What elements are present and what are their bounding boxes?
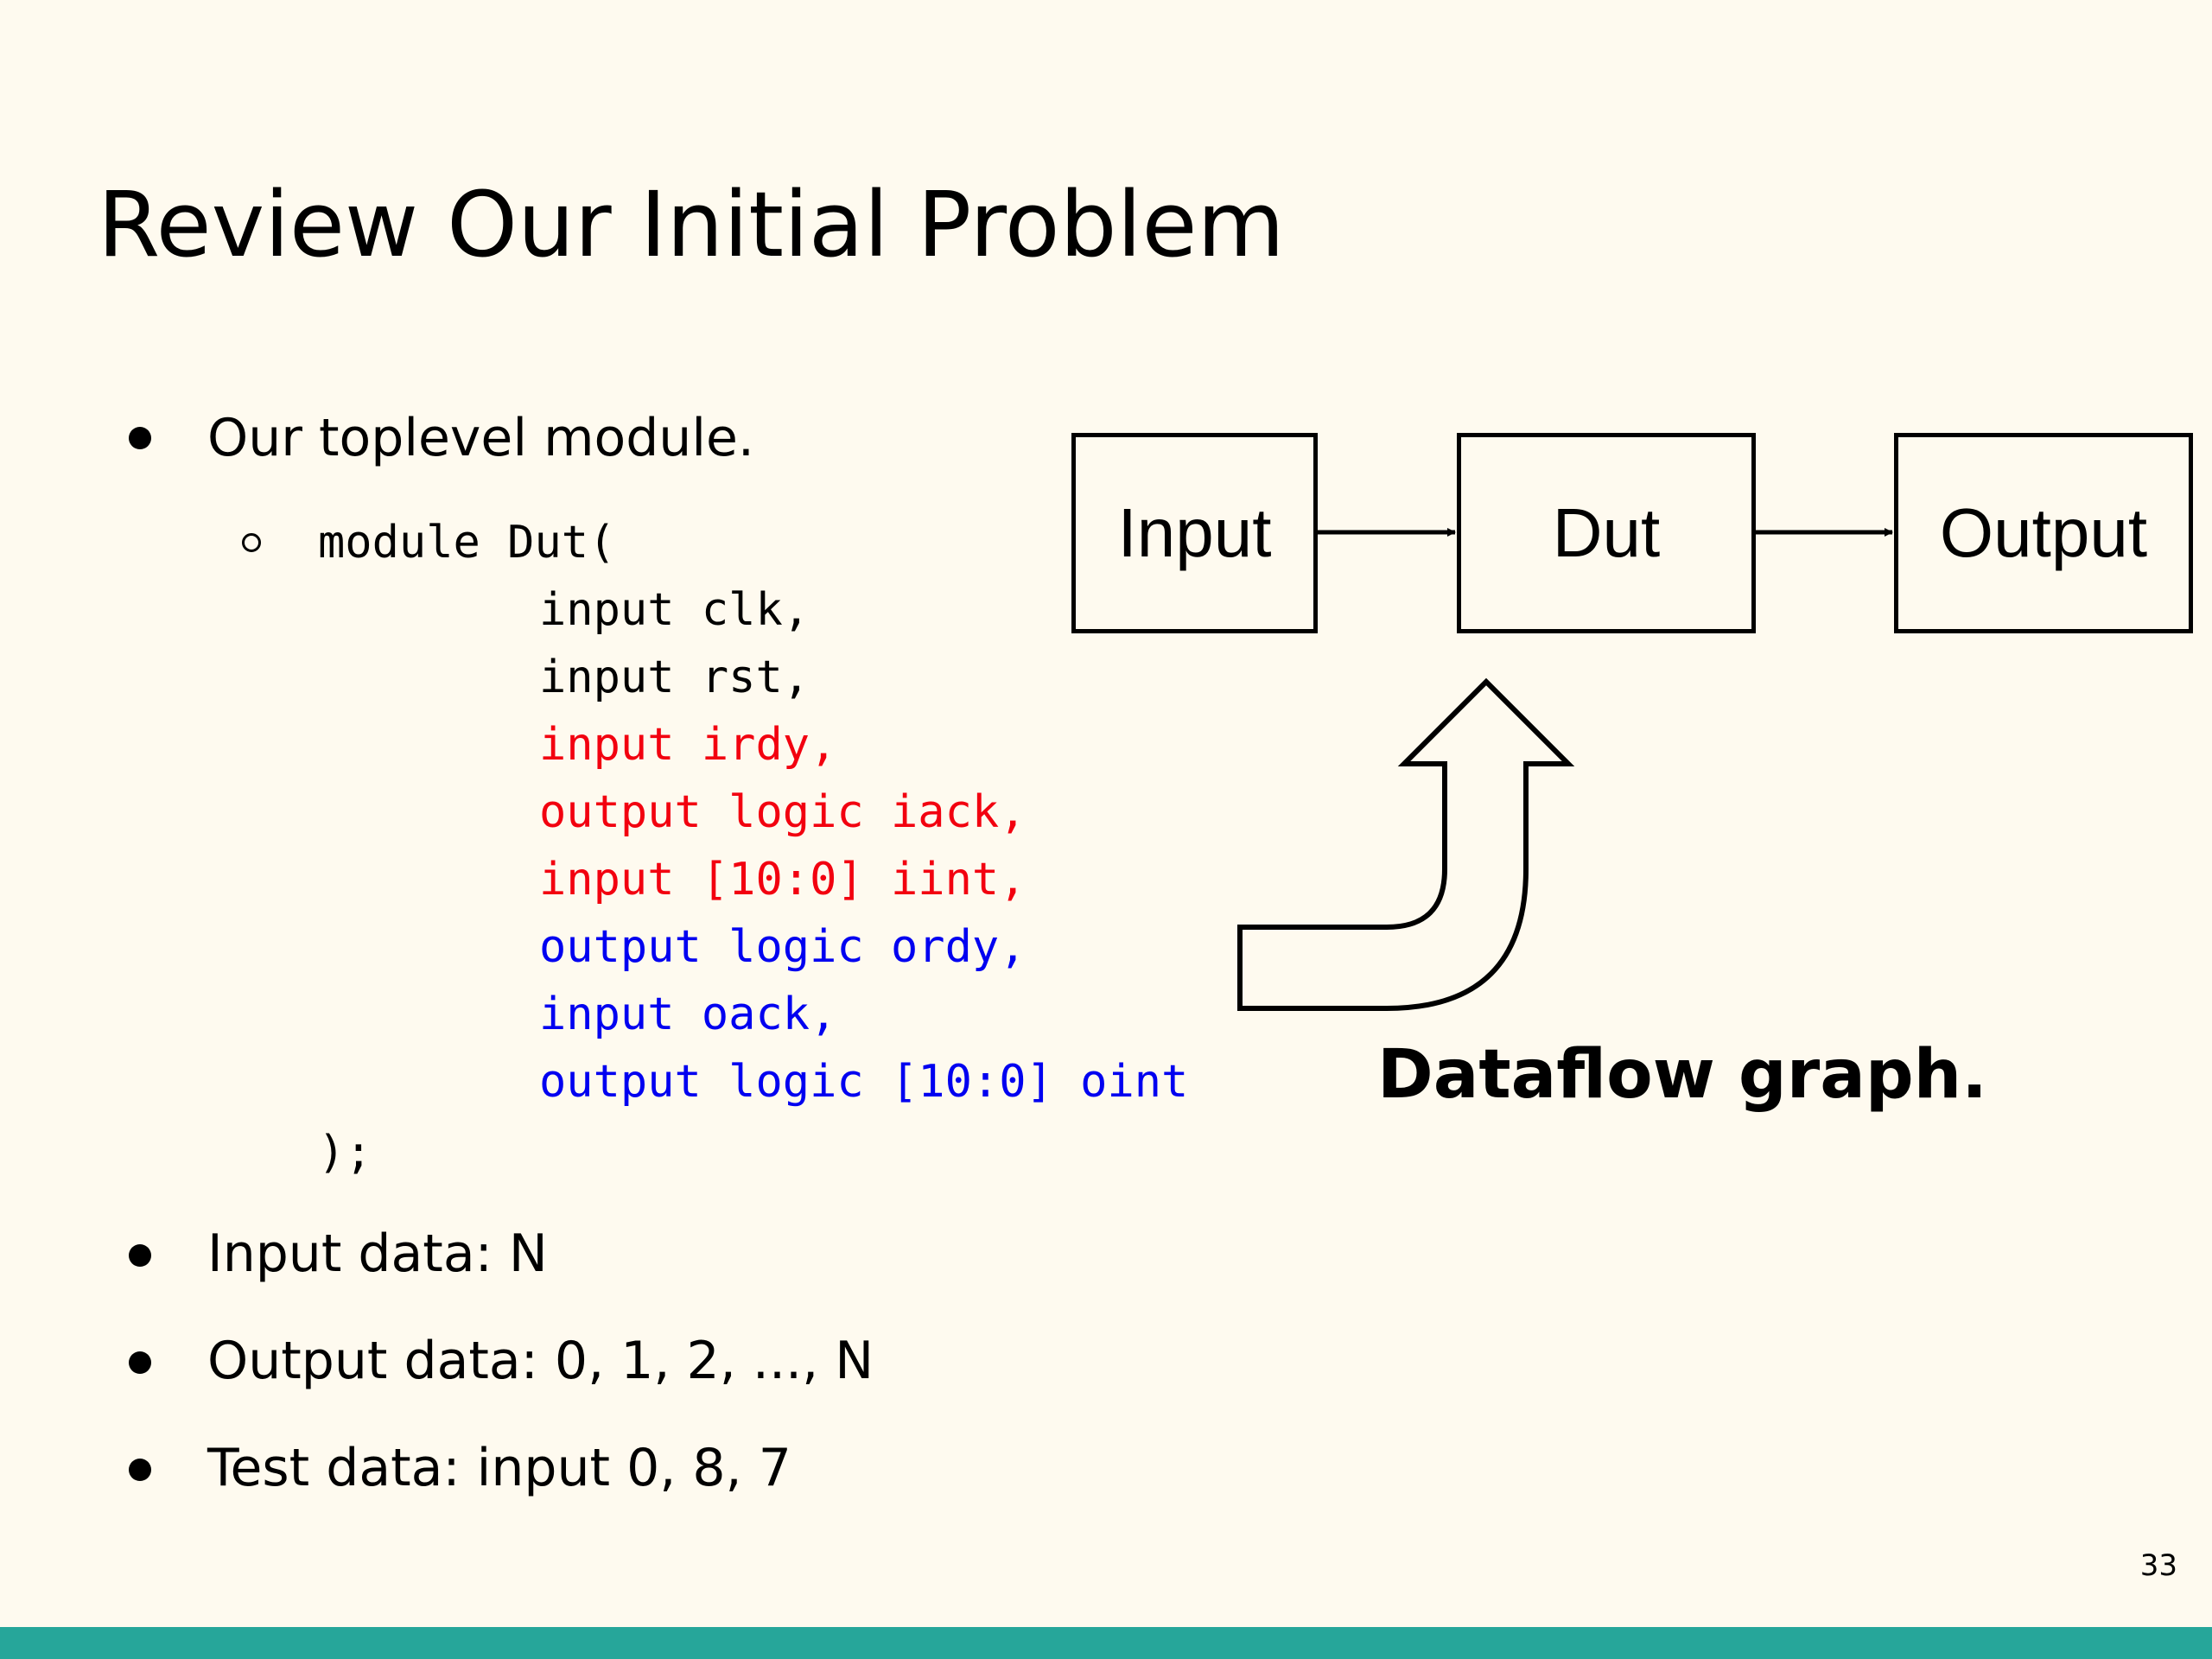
bullet-test-data: Test data: input 0, 8, 7 — [207, 1438, 791, 1498]
curved-arrow-icon — [1237, 677, 1575, 1011]
bullet-marker — [129, 1351, 151, 1374]
code-line-irdy: input irdy, — [539, 719, 837, 771]
code-line-clk: input clk, — [539, 584, 810, 636]
page-title: Review Our Initial Problem — [98, 172, 1285, 277]
code-line-rst: input rst, — [539, 652, 810, 703]
bullet-marker — [129, 1459, 151, 1481]
diagram-caption: Dataflow graph. — [1377, 1036, 1987, 1114]
bullet-output-data: Output data: 0, 1, 2, ..., N — [207, 1331, 874, 1391]
input-block: Input — [1071, 433, 1318, 633]
bullet-input-data: Input data: N — [207, 1224, 548, 1284]
code-line-iint: input [10:0] iint, — [539, 854, 1027, 906]
bullet-marker — [129, 1244, 151, 1267]
dut-block: Dut — [1457, 433, 1756, 633]
code-line-oack: input oack, — [539, 988, 837, 1040]
page-number: 33 — [2139, 1548, 2177, 1583]
sub-bullet-marker — [242, 533, 261, 552]
code-module-header: module Dut( — [318, 517, 616, 569]
bullet-toplevel: Our toplevel module. — [207, 408, 754, 468]
footer-bar — [0, 1627, 2212, 1659]
code-line-oint: output logic [10:0] oint — [539, 1056, 1189, 1108]
code-line-ordy: output logic ordy, — [539, 921, 1027, 973]
code-module-footer: ); — [318, 1127, 372, 1179]
code-line-iack: output logic iack, — [539, 786, 1027, 838]
output-block: Output — [1894, 433, 2193, 633]
bullet-marker — [129, 427, 151, 449]
